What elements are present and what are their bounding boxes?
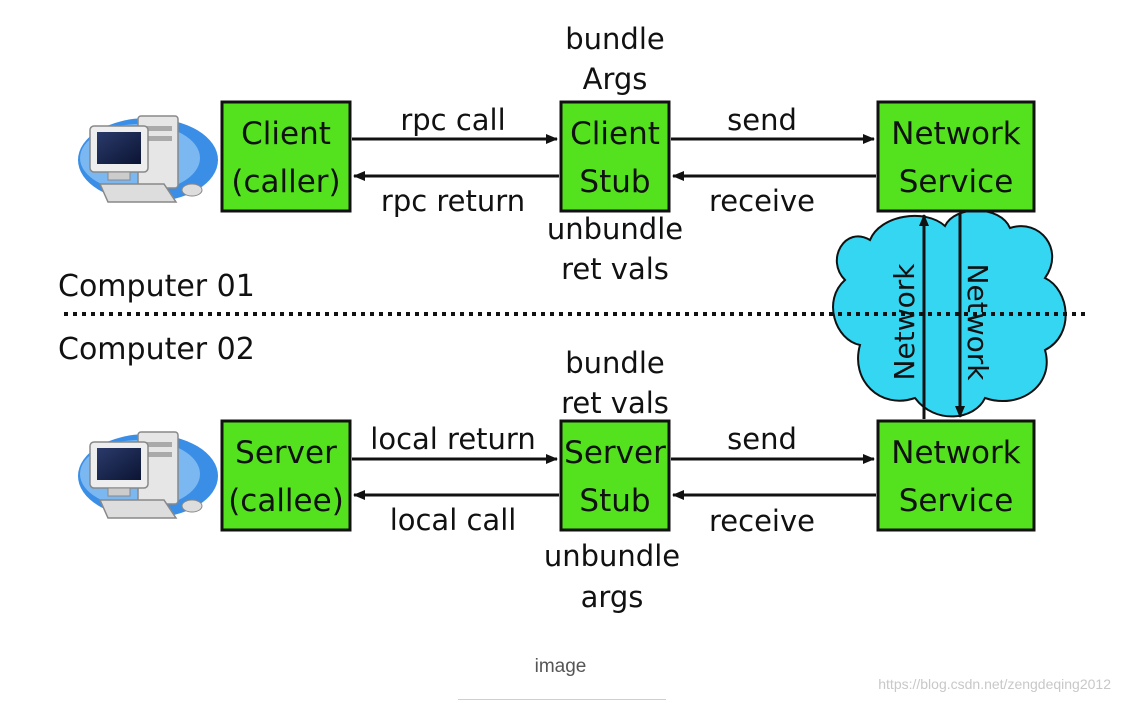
bundle-ret-line-2: ret vals: [561, 386, 669, 420]
image-caption: image: [534, 656, 587, 677]
unbundle-ret-line-2: ret vals: [561, 252, 669, 286]
send-top-label: send: [727, 103, 797, 137]
unbundle-args-line-2: args: [581, 580, 644, 614]
unbundle-ret-line-1: unbundle: [547, 212, 683, 246]
network-label-left: Network: [888, 263, 921, 381]
server-label-1: Server: [235, 435, 337, 471]
receive-bottom-label: receive: [709, 504, 815, 538]
client-stub-box: [559, 100, 671, 213]
computer-bottom-icon: [77, 431, 219, 519]
receive-top-label: receive: [709, 184, 815, 218]
server-box: [220, 419, 352, 532]
computer-01-label: Computer 01: [58, 269, 255, 304]
unbundle-args-line-1: unbundle: [544, 539, 680, 573]
send-bottom-label: send: [727, 422, 797, 456]
rpc-call-label: rpc call: [400, 103, 505, 137]
network-service-top-label-1: Network: [891, 116, 1020, 152]
server-stub-label-1: Server: [564, 435, 666, 471]
computer-02-label: Computer 02: [58, 332, 255, 367]
network-label-right: Network: [961, 264, 994, 382]
bundle-args-line-1: bundle: [565, 22, 664, 56]
client-stub-label-2: Stub: [579, 164, 650, 200]
server-label-2: (callee): [228, 483, 344, 519]
local-call-label: local call: [390, 503, 517, 537]
local-return-label: local return: [370, 422, 535, 456]
bundle-ret-line-1: bundle: [565, 346, 664, 380]
client-label-1: Client: [241, 116, 331, 152]
network-service-top-box: [876, 100, 1036, 213]
network-service-bottom-box: [876, 419, 1036, 532]
caption-underline: [458, 699, 666, 700]
client-stub-label-1: Client: [570, 116, 660, 152]
bundle-args-line-2: Args: [583, 62, 648, 96]
rpc-return-label: rpc return: [381, 184, 525, 218]
network-service-bottom-label-1: Network: [891, 435, 1020, 471]
network-service-bottom-label-2: Service: [899, 483, 1014, 519]
client-label-2: (caller): [231, 164, 340, 200]
client-box: [220, 100, 352, 213]
network-service-top-label-2: Service: [899, 164, 1014, 200]
server-stub-box: [559, 419, 671, 532]
watermark: https://blog.csdn.net/zengdeqing2012: [878, 676, 1111, 692]
server-stub-label-2: Stub: [579, 483, 650, 519]
computer-top-icon: [77, 115, 219, 203]
